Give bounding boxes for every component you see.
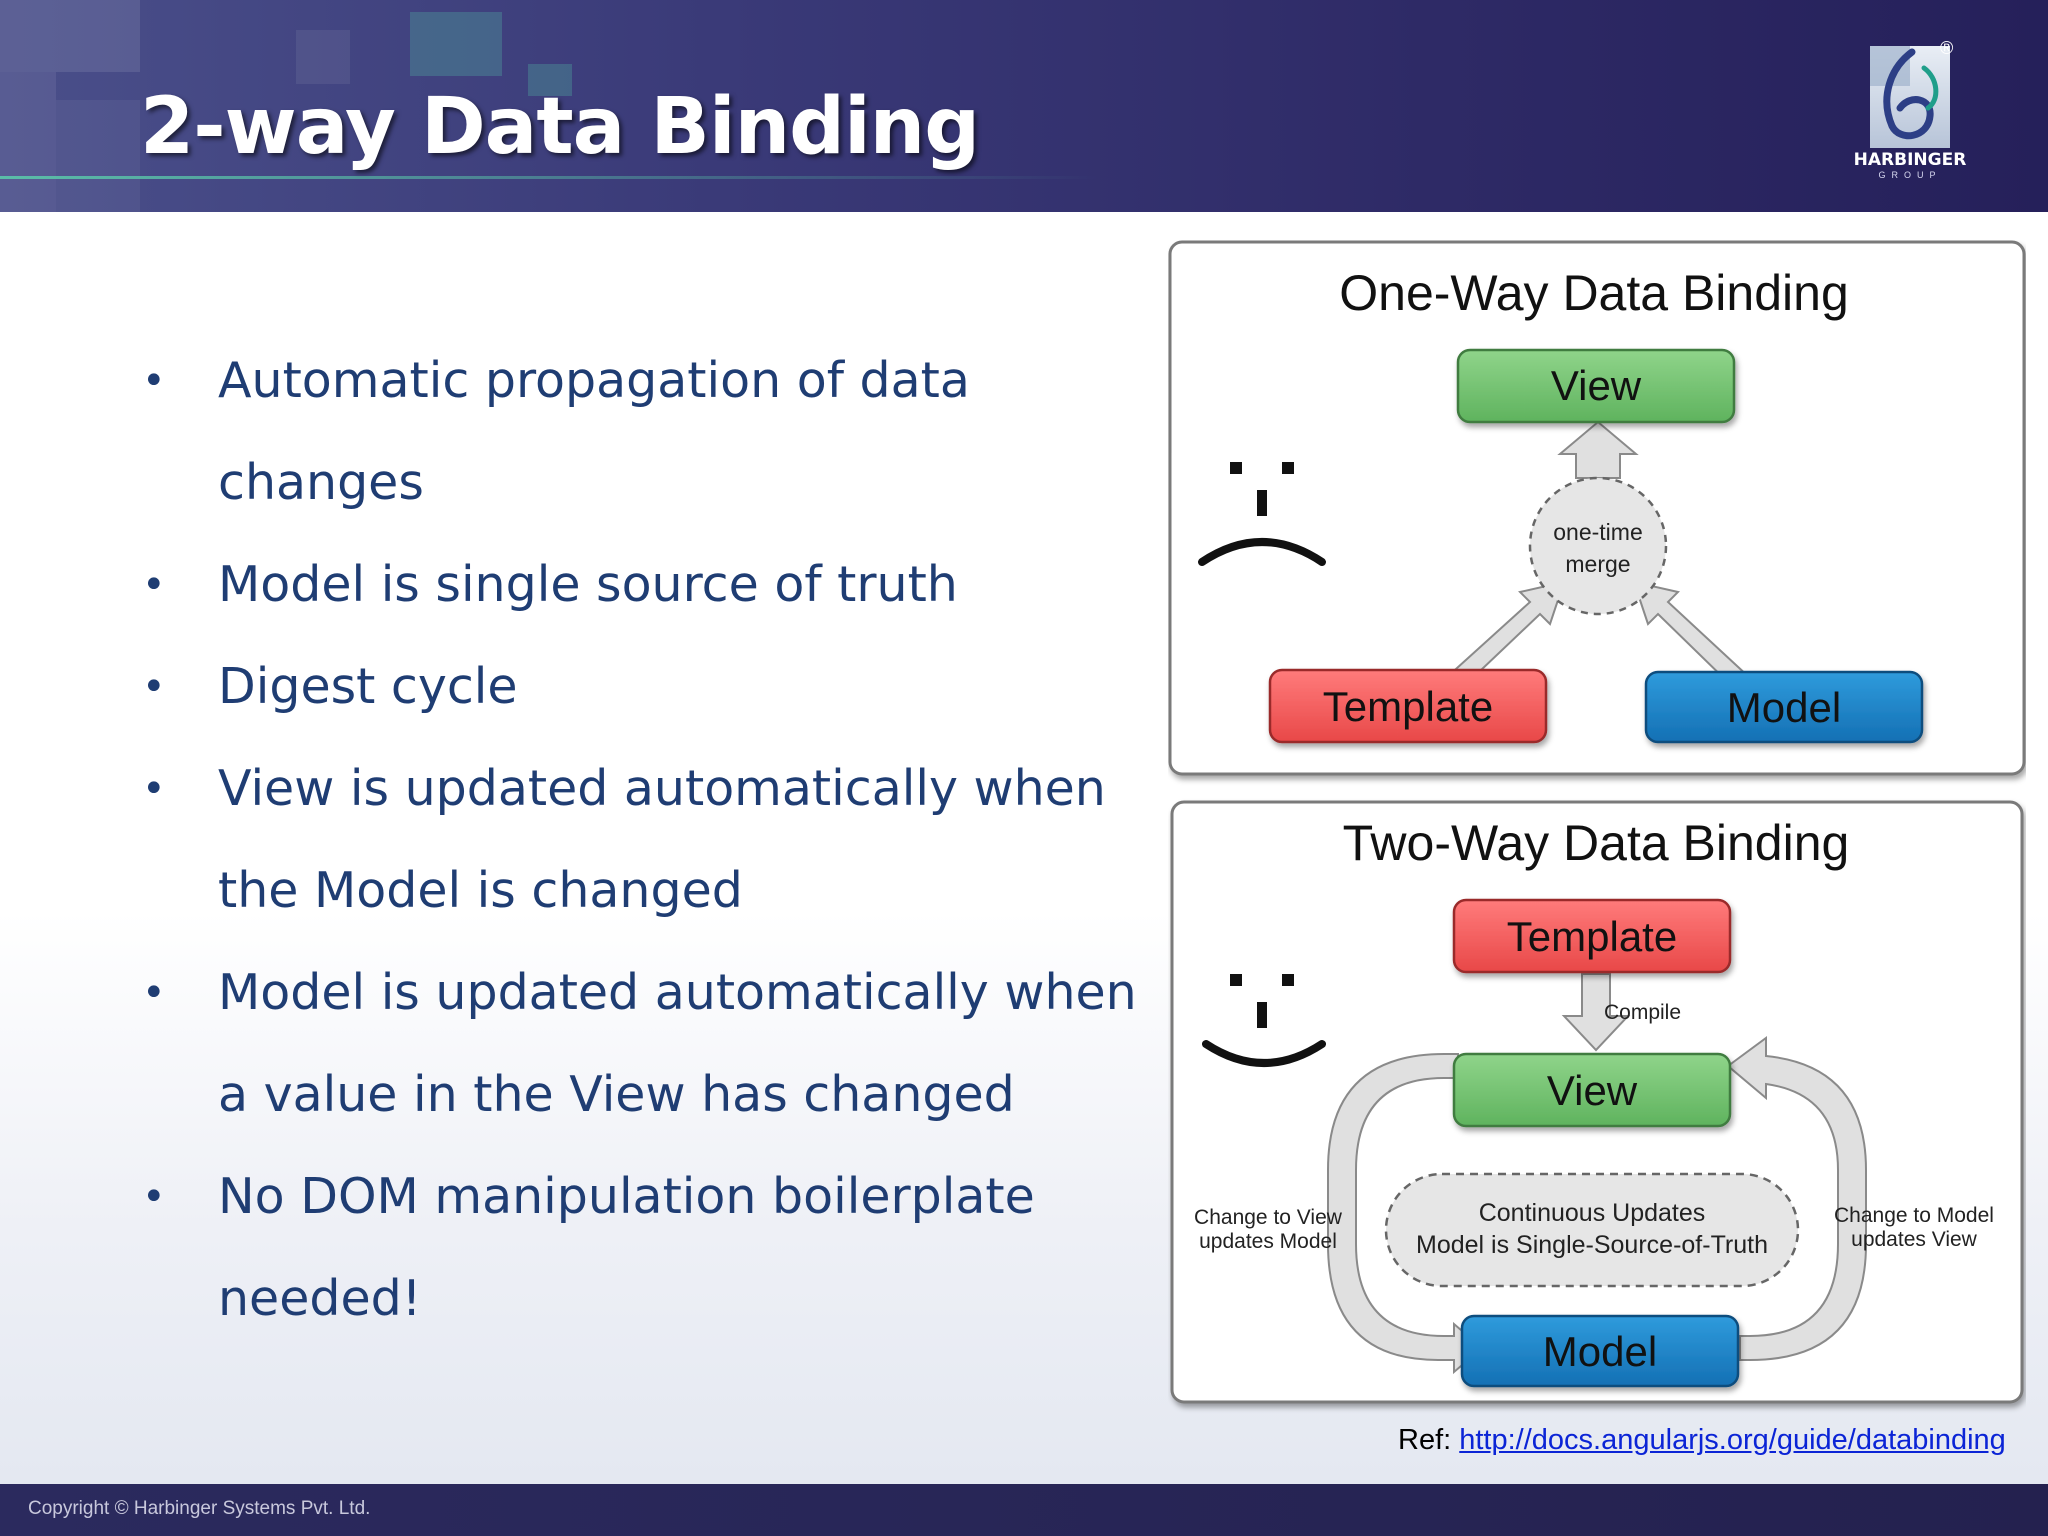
logo-name: HARBINGER	[1853, 150, 1967, 170]
compile-arrow	[1561, 973, 1631, 1052]
one-time-merge-circle	[1528, 476, 1668, 616]
sad-face-icon	[1198, 462, 1326, 566]
header-decor-square	[528, 64, 572, 96]
continuous-updates-capsule	[1384, 1172, 1800, 1288]
binding-diagram-svg: One-Way Data Binding View one-time merge…	[1168, 240, 2026, 1404]
model-to-view-loop-arrow	[1726, 1036, 1867, 1361]
one-way-view-box	[1456, 348, 1736, 424]
bullet-item: Automatic propagation of data changes	[140, 330, 1140, 534]
two-way-view-label: View	[1547, 1067, 1638, 1114]
harbinger-logo: HARBINGER GROUP	[1850, 38, 1970, 188]
header-decor-square	[0, 72, 56, 212]
reference-line: Ref: http://docs.angularjs.org/guide/dat…	[1398, 1424, 2006, 1457]
header-decor-square	[296, 30, 350, 84]
two-way-model-box	[1460, 1314, 1740, 1388]
reference-link[interactable]: http://docs.angularjs.org/guide/databind…	[1459, 1424, 2006, 1456]
left-note-line-1: Change to View	[1194, 1206, 1343, 1229]
one-way-template-label: Template	[1323, 683, 1493, 730]
slide-header: 2-way Data Binding HARBINGER GROUP ®	[0, 0, 2048, 212]
one-way-model-label: Model	[1727, 684, 1841, 731]
logo-mark-icon	[1870, 46, 1950, 148]
header-accent-line	[0, 176, 1100, 179]
registered-mark: ®	[1940, 38, 1954, 58]
merge-to-view-arrow	[1557, 420, 1639, 479]
ref-label: Ref:	[1398, 1424, 1452, 1456]
bullet-item: Model is updated automatically when a va…	[140, 942, 1140, 1146]
two-way-model-label: Model	[1543, 1328, 1657, 1375]
copyright-text: Copyright © Harbinger Systems Pvt. Ltd.	[28, 1498, 371, 1519]
merge-line-1: one-time	[1553, 519, 1642, 545]
one-way-view-label: View	[1551, 362, 1642, 409]
two-way-template-label: Template	[1507, 913, 1677, 960]
header-decor-square	[410, 12, 502, 76]
merge-line-2: merge	[1565, 551, 1630, 577]
header-decor-square	[56, 100, 140, 212]
header-decor-square	[0, 0, 140, 72]
page-title: 2-way Data Binding	[140, 82, 980, 172]
one-way-template-box	[1268, 668, 1548, 744]
one-way-model-box	[1644, 670, 1924, 744]
center-line-2: Model is Single-Source-of-Truth	[1416, 1231, 1768, 1259]
center-line-1: Continuous Updates	[1479, 1199, 1706, 1227]
two-way-view-box	[1452, 1052, 1732, 1128]
two-way-title: Two-Way Data Binding	[1343, 815, 1850, 871]
bullet-item: Model is single source of truth	[140, 534, 1140, 636]
one-way-panel: One-Way Data Binding View one-time merge…	[1168, 240, 2026, 776]
one-way-title: One-Way Data Binding	[1339, 265, 1849, 321]
happy-face-icon	[1202, 974, 1326, 1067]
binding-diagram: One-Way Data Binding View one-time merge…	[1168, 240, 2026, 1425]
two-way-panel: Two-Way Data Binding Compile Template Vi…	[1170, 800, 2024, 1404]
bullet-item: Digest cycle	[140, 636, 1140, 738]
bullet-item: No DOM manipulation boilerplate needed!	[140, 1146, 1140, 1350]
compile-label: Compile	[1604, 1001, 1681, 1024]
left-note-line-2: updates Model	[1199, 1230, 1337, 1253]
two-way-template-box	[1452, 898, 1732, 974]
bullet-list: Automatic propagation of data changes Mo…	[140, 330, 1140, 1350]
bullet-item: View is updated automatically when the M…	[140, 738, 1140, 942]
slide-footer: Copyright © Harbinger Systems Pvt. Ltd.	[0, 1484, 2048, 1536]
logo-subtitle: GROUP	[1878, 170, 1942, 180]
right-note-line-2: updates View	[1851, 1228, 1978, 1251]
right-note-line-1: Change to Model	[1834, 1204, 1994, 1227]
